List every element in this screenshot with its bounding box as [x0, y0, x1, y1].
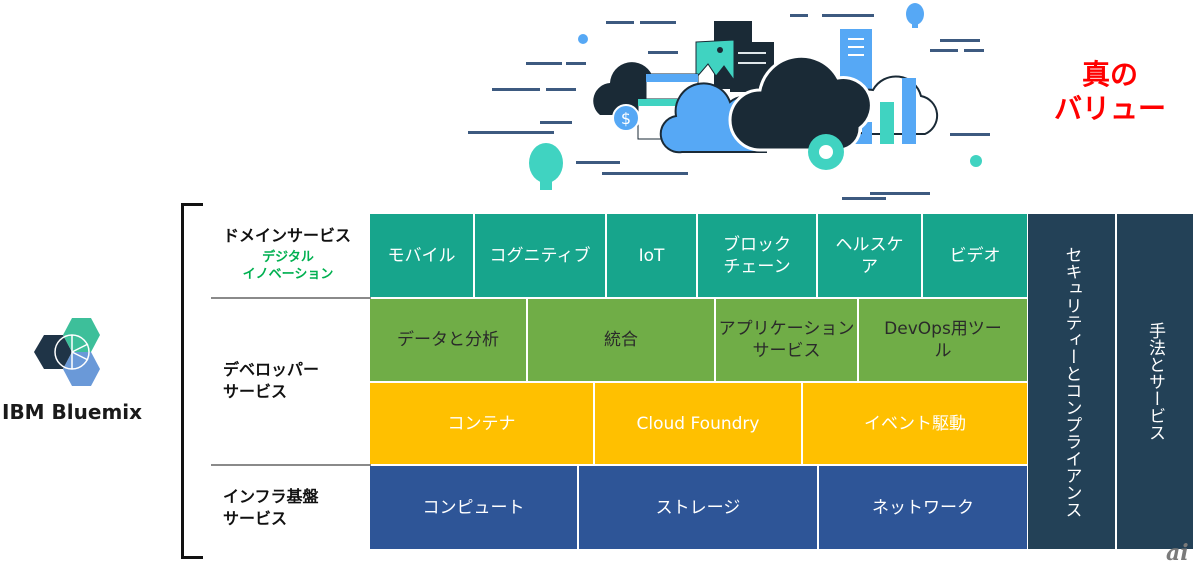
- service-data-analytics[interactable]: データと分析: [370, 299, 526, 381]
- brand-name: IBM Bluemix: [2, 400, 143, 424]
- service-cloud-foundry[interactable]: Cloud Foundry: [595, 383, 801, 464]
- row-sublabel-digital-innovation: デジタル イノベーション: [242, 250, 334, 282]
- true-value-heading: 真の バリュー: [1053, 58, 1166, 125]
- row-label-infrastructure-services: インフラ基盤 サービス: [223, 487, 319, 528]
- watermark-logo: ai: [1166, 540, 1189, 566]
- column-security-compliance-label: セキュリティーとコンプライアンス: [1061, 245, 1082, 518]
- service-integration[interactable]: 統合: [528, 299, 714, 381]
- service-containers[interactable]: コンテナ: [370, 383, 593, 464]
- service-video[interactable]: ビデオ: [923, 214, 1027, 297]
- service-compute[interactable]: コンピュート: [370, 466, 577, 549]
- service-network[interactable]: ネットワーク: [819, 466, 1027, 549]
- row-divider: [211, 297, 371, 299]
- cloud-services-illustration-icon: $: [468, 3, 990, 200]
- service-storage[interactable]: ストレージ: [579, 466, 817, 549]
- column-security-compliance[interactable]: セキュリティーとコンプライアンス: [1028, 214, 1115, 549]
- service-event-driven[interactable]: イベント駆動: [803, 383, 1027, 464]
- row-label-developer-services: デベロッパー サービス: [223, 360, 320, 401]
- service-healthcare[interactable]: ヘルスケ ア: [818, 214, 921, 297]
- service-devops-tools[interactable]: DevOps用ツー ル: [859, 299, 1027, 381]
- row-label-domain-services: ドメインサービス: [223, 226, 352, 245]
- service-iot[interactable]: IoT: [607, 214, 696, 297]
- service-application-services[interactable]: アプリケーション サービス: [716, 299, 857, 381]
- column-methods-services[interactable]: 手法とサービス: [1117, 214, 1193, 549]
- service-blockchain[interactable]: ブロック チェーン: [698, 214, 816, 297]
- grouping-bracket: [181, 203, 203, 559]
- service-mobile[interactable]: モバイル: [370, 214, 473, 297]
- row-divider: [211, 464, 371, 466]
- svg-text:$: $: [621, 109, 631, 128]
- service-cognitive[interactable]: コグニティブ: [475, 214, 605, 297]
- bluemix-hexagon-logo-icon: [34, 318, 100, 386]
- column-methods-services-label: 手法とサービス: [1145, 322, 1165, 441]
